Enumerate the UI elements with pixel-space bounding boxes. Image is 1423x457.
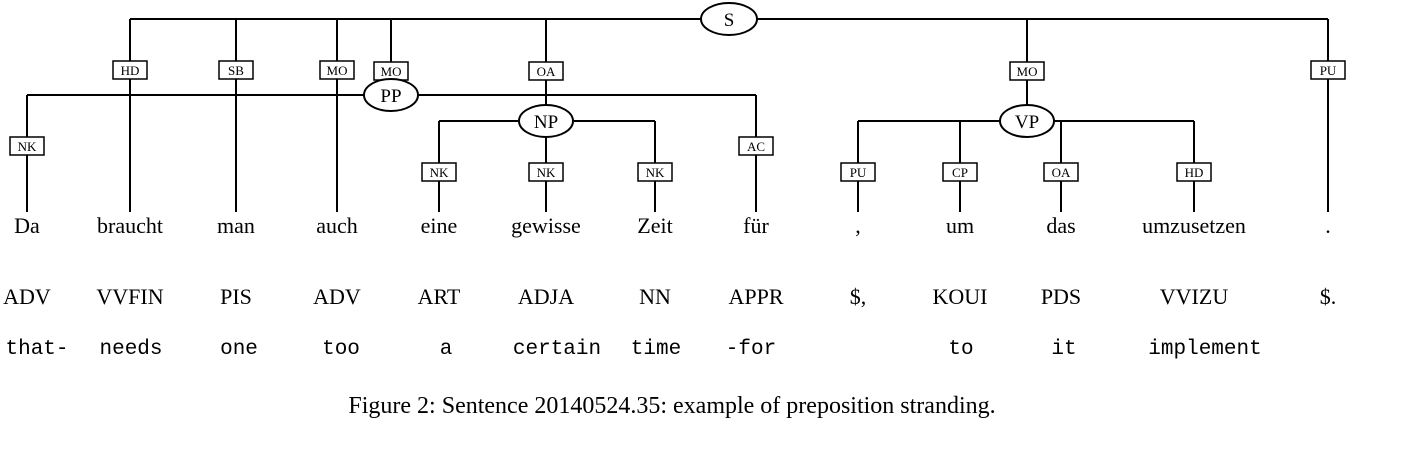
- token-word: für: [743, 213, 769, 238]
- token-word: ,: [855, 213, 861, 238]
- node-s-shape: [700, 2, 758, 36]
- edge-label: SB: [228, 63, 244, 78]
- token-pos: NN: [639, 284, 671, 309]
- edge-label: NK: [646, 165, 665, 180]
- node-np-shape: [518, 104, 574, 138]
- edge-label: NK: [18, 139, 37, 154]
- edge-label: CP: [952, 165, 968, 180]
- edge-label-box: [942, 162, 978, 182]
- token-gloss: -for: [726, 338, 776, 361]
- token-pos: ADV: [313, 284, 361, 309]
- edge-label-boxes: HD SB MO MO OA MO PU NK AC NK NK NK PU CP OA HD: [9, 60, 1346, 182]
- token-gloss: certain: [513, 338, 601, 361]
- token-word: Da: [14, 213, 40, 238]
- edge-label-box: [1009, 61, 1045, 81]
- phrase-nodes: S PP NP VP: [363, 2, 1055, 138]
- edge-label-box: [218, 60, 254, 80]
- edge-label: PU: [850, 165, 867, 180]
- edge-label: MO: [1017, 64, 1038, 79]
- edge-label: NK: [537, 165, 556, 180]
- node-pp-shape: [363, 78, 419, 112]
- edge-label-box: [637, 162, 673, 182]
- token-word: Zeit: [637, 213, 672, 238]
- edge-label-box: [738, 136, 774, 156]
- node-vp-shape: [999, 104, 1055, 138]
- token-word: umzusetzen: [1142, 213, 1246, 238]
- token-gloss: too: [322, 338, 360, 361]
- edge-label: AC: [747, 139, 765, 154]
- edge-label: MO: [381, 64, 402, 79]
- edge-label-box: [840, 162, 876, 182]
- token-word: eine: [421, 213, 458, 238]
- token-gloss: it: [1051, 338, 1076, 361]
- token-pos: ADJA: [518, 284, 574, 309]
- node-pp-label: PP: [380, 86, 401, 107]
- token-pos: $.: [1320, 284, 1337, 309]
- node-np-label: NP: [534, 112, 558, 133]
- edge-label: OA: [1052, 165, 1071, 180]
- edge-label-box: [112, 60, 148, 80]
- edge-label-box: [1176, 162, 1212, 182]
- token-pos: $,: [850, 284, 867, 309]
- edge-label: MO: [327, 63, 348, 78]
- edge-label-box: [9, 136, 45, 156]
- token-gloss: a: [440, 338, 453, 361]
- edge-label-box: [421, 162, 457, 182]
- edge-label-box: [528, 162, 564, 182]
- token-pos: APPR: [728, 284, 783, 309]
- token-word: braucht: [97, 213, 163, 238]
- tree-lines: [26, 18, 1329, 212]
- token-gloss: one: [220, 338, 258, 361]
- token-word: .: [1325, 213, 1331, 238]
- token-pos: ART: [418, 284, 461, 309]
- token-gloss: to: [948, 338, 973, 361]
- edge-label: HD: [121, 63, 140, 78]
- edge-label: PU: [1320, 63, 1337, 78]
- token-word: das: [1046, 213, 1075, 238]
- node-vp-label: VP: [1015, 112, 1039, 133]
- token-pos: VVIZU: [1160, 284, 1229, 309]
- node-s-label: S: [724, 10, 735, 31]
- token-pos: PIS: [220, 284, 252, 309]
- edge-label: NK: [430, 165, 449, 180]
- edge-label-box: [528, 61, 564, 81]
- token-pos: KOUI: [933, 284, 988, 309]
- token-word: gewisse: [511, 213, 581, 238]
- edge-label: OA: [537, 64, 556, 79]
- edge-label-box: [319, 60, 355, 80]
- token-word: auch: [316, 213, 358, 238]
- edge-label: HD: [1185, 165, 1204, 180]
- token-pos: ADV: [3, 284, 51, 309]
- token-pos: PDS: [1041, 284, 1081, 309]
- token-word: man: [217, 213, 255, 238]
- token-pos: VVFIN: [96, 284, 163, 309]
- figure-caption: Figure 2: Sentence 20140524.35: example …: [348, 393, 995, 419]
- token-gloss: time: [631, 338, 681, 361]
- token-gloss: needs: [99, 338, 162, 361]
- token-gloss: implement: [1148, 338, 1261, 361]
- token-gloss: that-: [5, 338, 68, 361]
- token-word: um: [946, 213, 974, 238]
- edge-label-box: [1043, 162, 1079, 182]
- edge-label-box: [1310, 60, 1346, 80]
